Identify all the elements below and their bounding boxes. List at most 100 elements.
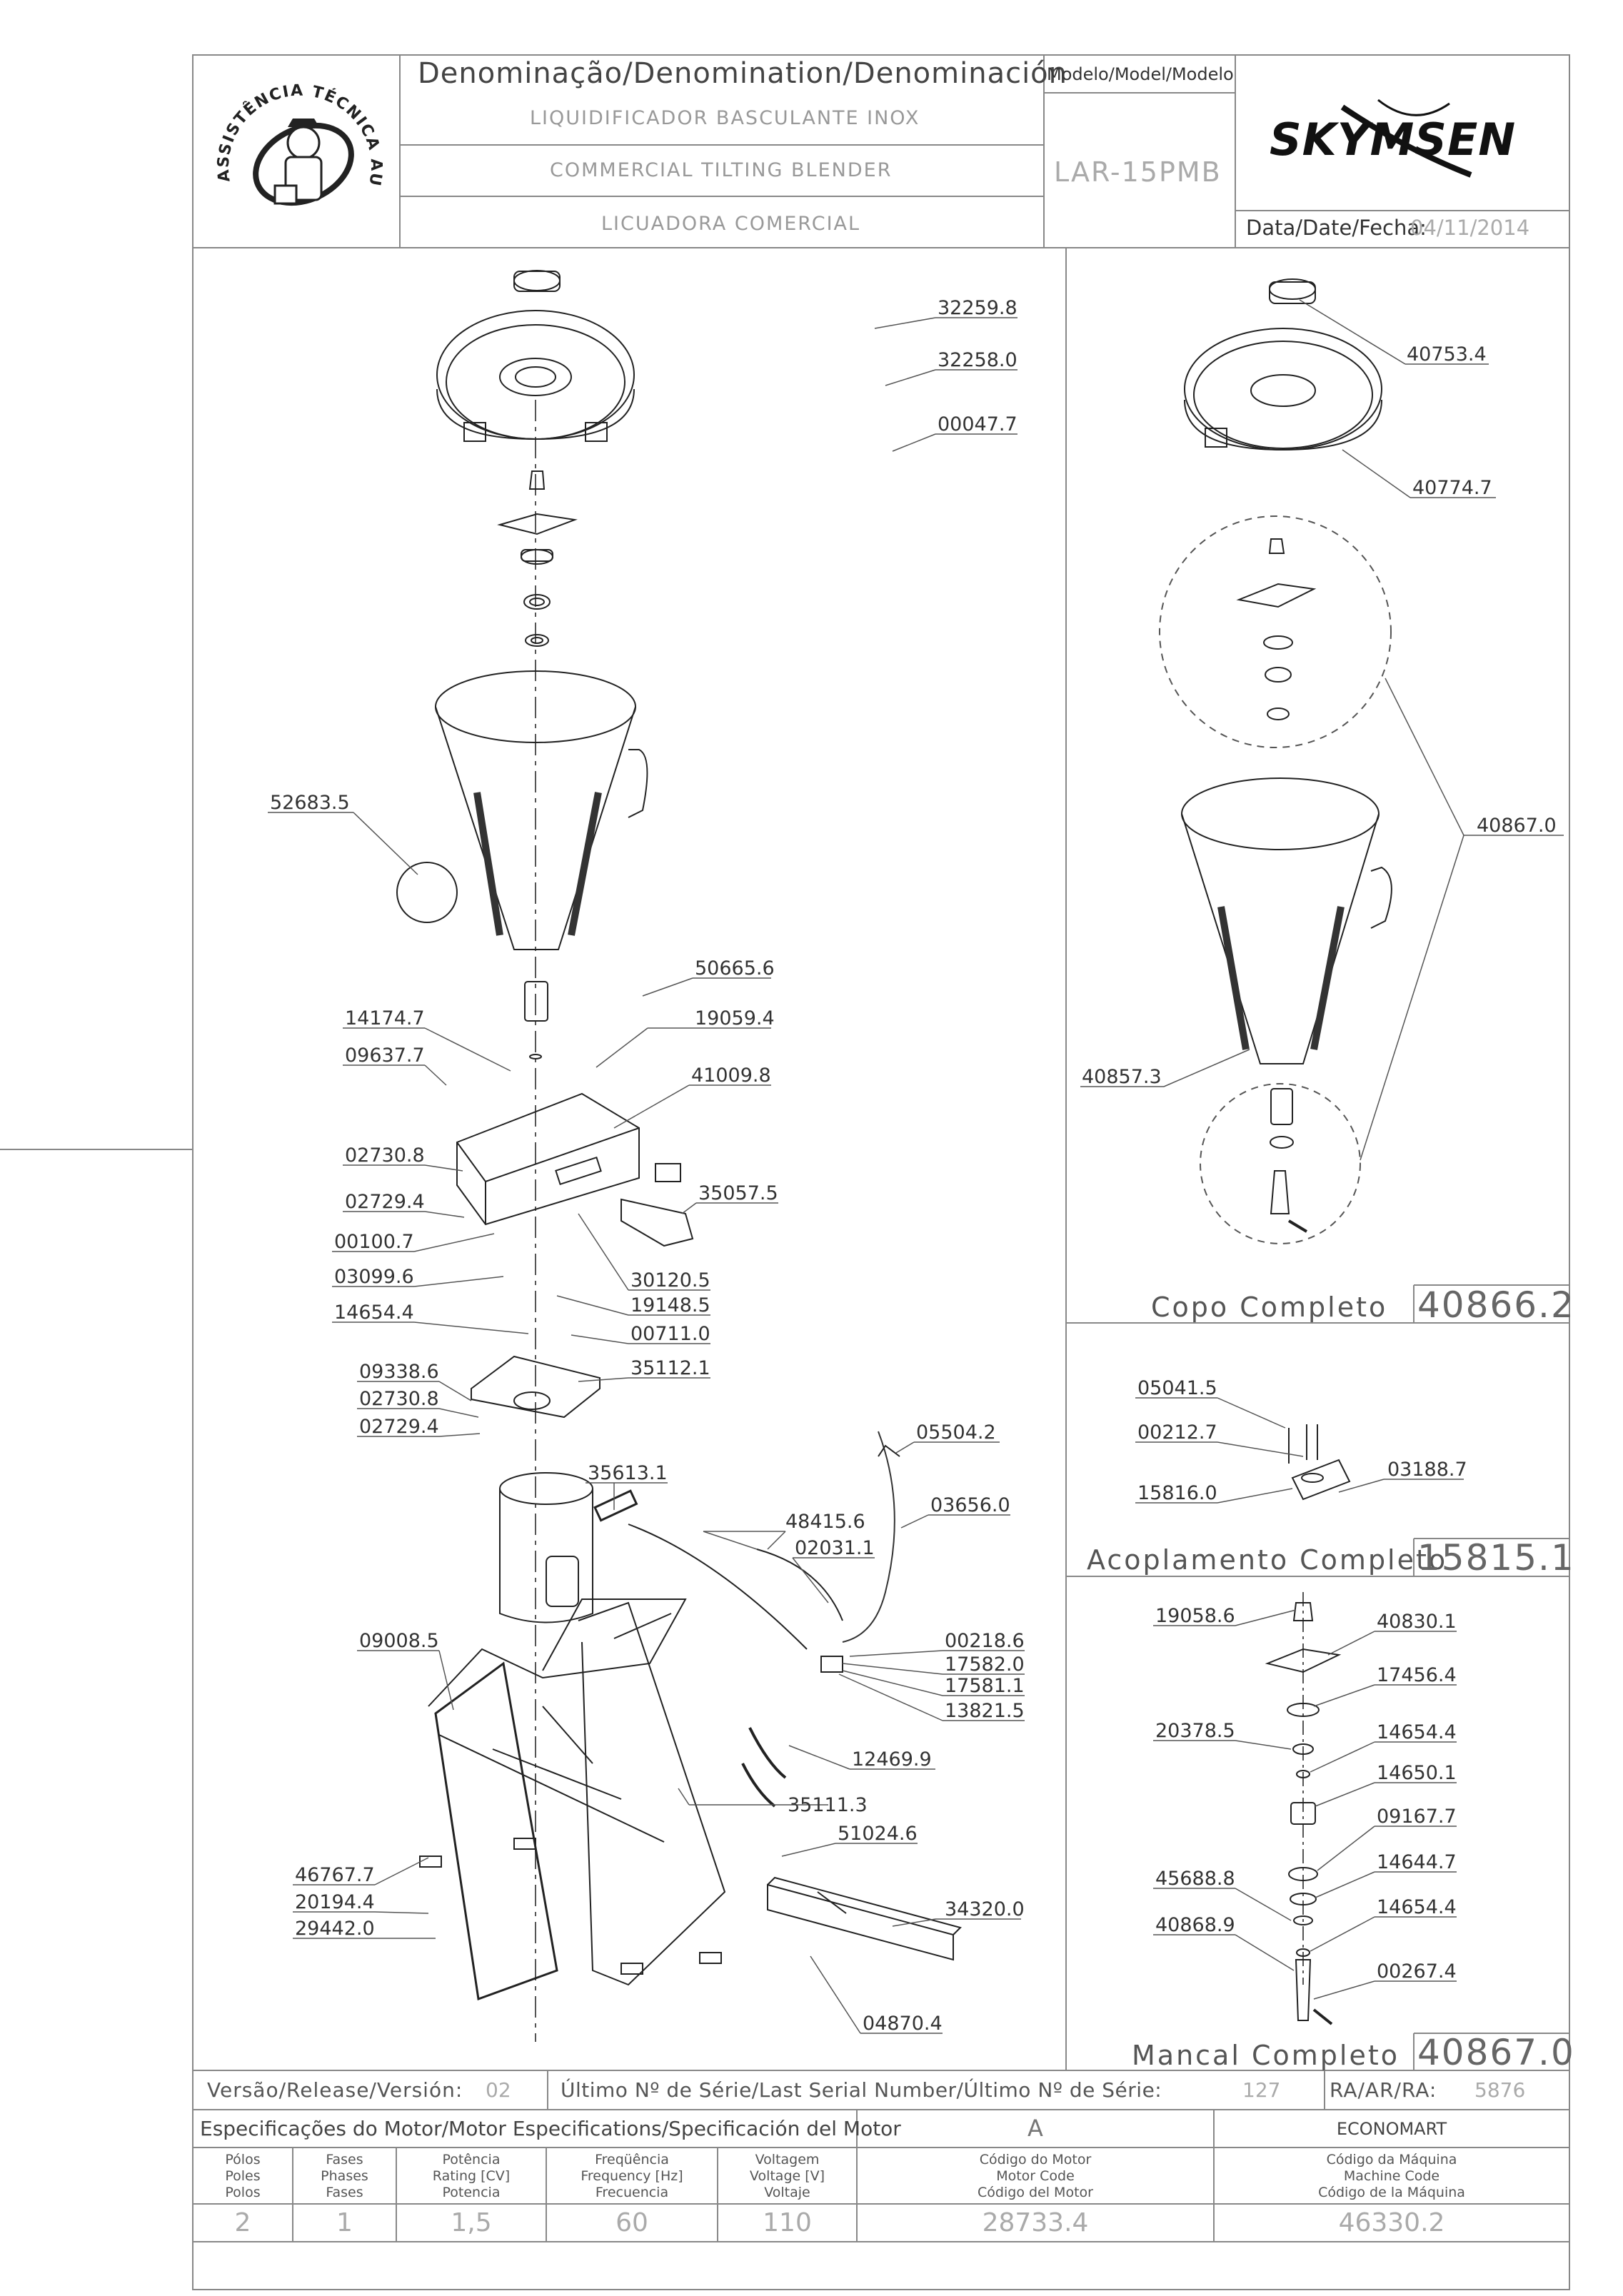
part-label: 00711.0 [630,1323,710,1345]
part-label: 46767.7 [295,1864,375,1886]
version-label: Versão/Release/Versión: [207,2078,463,2102]
part-label: 45688.8 [1155,1868,1235,1890]
part-label: 17581.1 [945,1675,1025,1697]
part-label: 40830.1 [1377,1611,1457,1633]
mancal-completo-title: Mancal Completo [1132,2040,1400,2071]
part-label: 29442.0 [295,1918,375,1940]
date-value: 04/11/2014 [1410,216,1530,240]
part-label: 40774.7 [1412,477,1492,499]
part-label: 14654.4 [1377,1721,1457,1743]
brand-swoosh-icon [1340,99,1472,178]
part-label: 35613.1 [588,1462,668,1484]
part-label: 40857.3 [1082,1066,1162,1088]
part-label: 34320.0 [945,1898,1025,1920]
part-label: 35057.5 [698,1182,778,1204]
part-label: 09637.7 [345,1044,425,1067]
part-label: 02729.4 [345,1191,425,1213]
denomination-label: Denominação/Denomination/Denominación [418,57,1068,90]
spec-value-phases: 1 [336,2208,353,2237]
part-label: 14644.7 [1377,1851,1457,1873]
ra-value: 5876 [1474,2078,1526,2102]
last-serial-label: Último Nº de Série/Last Serial Number/Úl… [561,2078,1162,2102]
spec-value-frequency: 60 [615,2208,648,2237]
part-label: 00047.7 [938,413,1017,435]
part-label: 00267.4 [1377,1960,1457,1983]
part-label: 17582.0 [945,1653,1025,1676]
part-label: 35112.1 [630,1357,710,1379]
part-label: 04870.4 [863,2013,943,2035]
model-value: LAR-15PMB [1054,156,1222,188]
mancal-completo-number: 40867.0 [1417,2032,1575,2073]
part-label: 50665.6 [695,957,775,980]
part-label: 12469.9 [852,1748,932,1771]
part-label: 48415.6 [785,1511,865,1533]
part-label: 09338.6 [359,1361,439,1383]
part-label: 32258.0 [938,349,1017,371]
part-label: 51024.6 [838,1823,918,1845]
part-label: 32259.8 [938,297,1017,319]
part-label: 00218.6 [945,1630,1025,1652]
part-label: 40753.4 [1407,343,1487,366]
part-label: 14650.1 [1377,1762,1457,1784]
spec-value-machine-code: 46330.2 [1338,2208,1445,2237]
part-label: 02730.8 [345,1144,425,1167]
part-label: 03188.7 [1387,1459,1467,1481]
part-label: 30120.5 [630,1269,710,1292]
acoplamento-completo-title: Acoplamento Completo [1087,1544,1448,1576]
product-name-pt: LIQUIDIFICADOR BASCULANTE INOX [530,107,920,129]
version-value: 02 [486,2078,511,2102]
spec-value-poles: 2 [234,2208,251,2237]
part-label: 20194.4 [295,1891,375,1913]
motor-spec-title: Especificações do Motor/Motor Especifica… [200,2117,901,2140]
part-label: 02729.4 [359,1416,439,1438]
client-name: ECONOMART [1336,2119,1447,2139]
authorized-service-badge: ASSISTÊNCIA TÉCNICA AUTORIZADA [203,64,383,206]
model-label: Modelo/Model/Modelo [1047,64,1234,84]
ra-label: RA/AR/RA: [1330,2078,1437,2102]
copo-completo-number: 40866.2 [1417,1284,1575,1326]
part-label: 40867.0 [1477,815,1557,837]
spec-value-motor-code: 28733.4 [982,2208,1089,2237]
part-label: 13821.5 [945,1700,1025,1722]
part-label: 00100.7 [334,1231,414,1253]
part-label: 03099.6 [334,1266,414,1288]
acoplamento-completo-number: 15815.1 [1417,1537,1575,1578]
part-label: 05504.2 [916,1421,996,1444]
motor-letter: A [1027,2115,1043,2142]
spec-value-rating: 1,5 [451,2208,492,2237]
part-label: 20378.5 [1155,1720,1235,1742]
part-label: 02031.1 [795,1537,875,1559]
last-serial-value: 127 [1242,2078,1281,2102]
product-name-es: LICUADORA COMERCIAL [601,213,861,235]
part-label: 09167.7 [1377,1806,1457,1828]
part-label: 19058.6 [1155,1605,1235,1627]
part-label: 05041.5 [1137,1377,1217,1399]
product-name-en: COMMERCIAL TILTING BLENDER [550,159,893,181]
part-label: 14174.7 [345,1007,425,1029]
part-label: 19059.4 [695,1007,775,1029]
part-label: 14654.4 [1377,1896,1457,1918]
part-label: 17456.4 [1377,1664,1457,1686]
part-label: 02730.8 [359,1388,439,1410]
date-label: Data/Date/Fecha: [1246,216,1427,240]
part-label: 40868.9 [1155,1914,1235,1936]
copo-completo-title: Copo Completo [1151,1292,1388,1323]
spec-value-voltage: 110 [763,2208,812,2237]
part-label: 41009.8 [691,1064,771,1087]
part-label: 15816.0 [1137,1482,1217,1504]
part-label: 09008.5 [359,1630,439,1652]
part-label: 52683.5 [270,792,350,814]
part-label: 03656.0 [930,1494,1010,1516]
